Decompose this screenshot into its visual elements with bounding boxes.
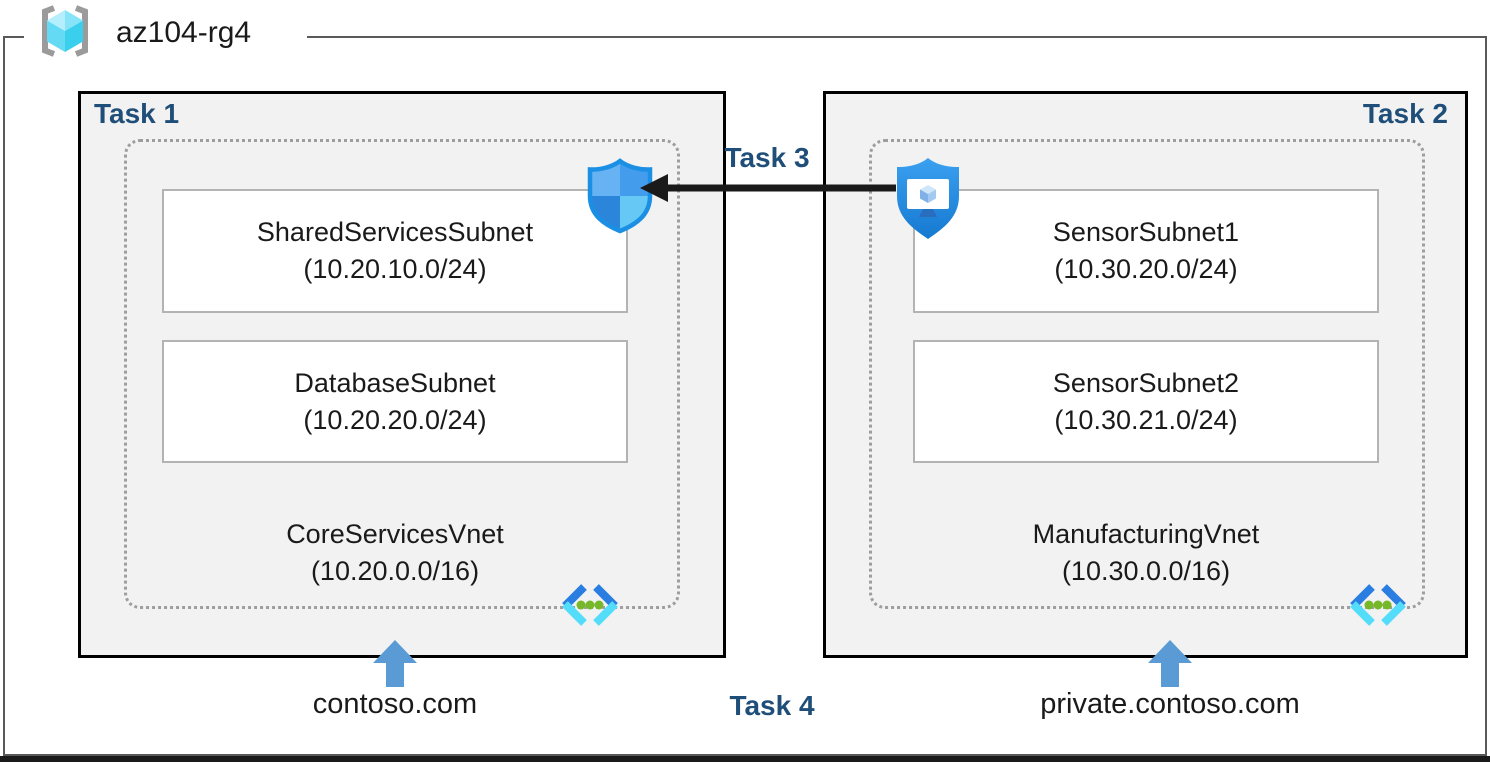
sensor-subnet1-box: SensorSubnet1 (10.30.20.0/24) bbox=[913, 189, 1379, 313]
sensor-subnet2-box: SensorSubnet2 (10.30.21.0/24) bbox=[913, 340, 1379, 463]
vnet-cidr: (10.20.0.0/16) bbox=[310, 556, 480, 586]
vnet-name: ManufacturingVnet bbox=[1032, 519, 1260, 549]
resource-group-icon bbox=[34, 4, 96, 63]
subnet-name: SharedServicesSubnet bbox=[256, 217, 534, 247]
vnet-cidr: (10.30.0.0/16) bbox=[1061, 556, 1231, 586]
dns-zone-label: private.contoso.com bbox=[1040, 688, 1300, 720]
subnet-cidr: (10.30.21.0/24) bbox=[1054, 404, 1238, 435]
subnet-name: SensorSubnet1 bbox=[1052, 217, 1240, 247]
manufacturing-vnet-boundary bbox=[869, 139, 1425, 609]
dns-up-arrow-icon bbox=[372, 640, 418, 693]
bottom-border-bar bbox=[0, 756, 1490, 762]
task1-label: Task 1 bbox=[94, 98, 180, 129]
virtual-network-icon bbox=[558, 582, 622, 633]
shared-services-subnet-box: SharedServicesSubnet (10.20.10.0/24) bbox=[162, 189, 628, 313]
core-services-vnet-boundary bbox=[124, 139, 680, 609]
resource-group-frame bbox=[3, 36, 1487, 756]
virtual-network-icon bbox=[1346, 582, 1410, 633]
vnet-name: CoreServicesVnet bbox=[286, 519, 504, 549]
subnet-name: DatabaseSubnet bbox=[294, 367, 496, 398]
task3-label: Task 3 bbox=[724, 142, 810, 173]
task4-label: Task 4 bbox=[729, 690, 815, 721]
bastion-icon bbox=[892, 156, 964, 247]
database-subnet-box: DatabaseSubnet (10.20.20.0/24) bbox=[162, 340, 628, 463]
dns-zone-label: contoso.com bbox=[312, 688, 478, 720]
resource-group-legend: az104-rg4 bbox=[24, 2, 308, 64]
task3-arrow-icon bbox=[638, 168, 900, 213]
subnet-cidr: (10.20.20.0/24) bbox=[303, 404, 487, 435]
subnet-cidr: (10.30.20.0/24) bbox=[1054, 254, 1238, 284]
task2-label: Task 2 bbox=[1362, 98, 1448, 129]
subnet-cidr: (10.20.10.0/24) bbox=[303, 254, 487, 284]
core-services-vnet-label: CoreServicesVnet (10.20.0.0/16) bbox=[162, 512, 628, 594]
dns-up-arrow-icon bbox=[1147, 640, 1193, 693]
resource-group-name: az104-rg4 bbox=[116, 16, 252, 49]
manufacturing-vnet-label: ManufacturingVnet (10.30.0.0/16) bbox=[913, 512, 1379, 594]
subnet-name: SensorSubnet2 bbox=[1052, 367, 1240, 398]
